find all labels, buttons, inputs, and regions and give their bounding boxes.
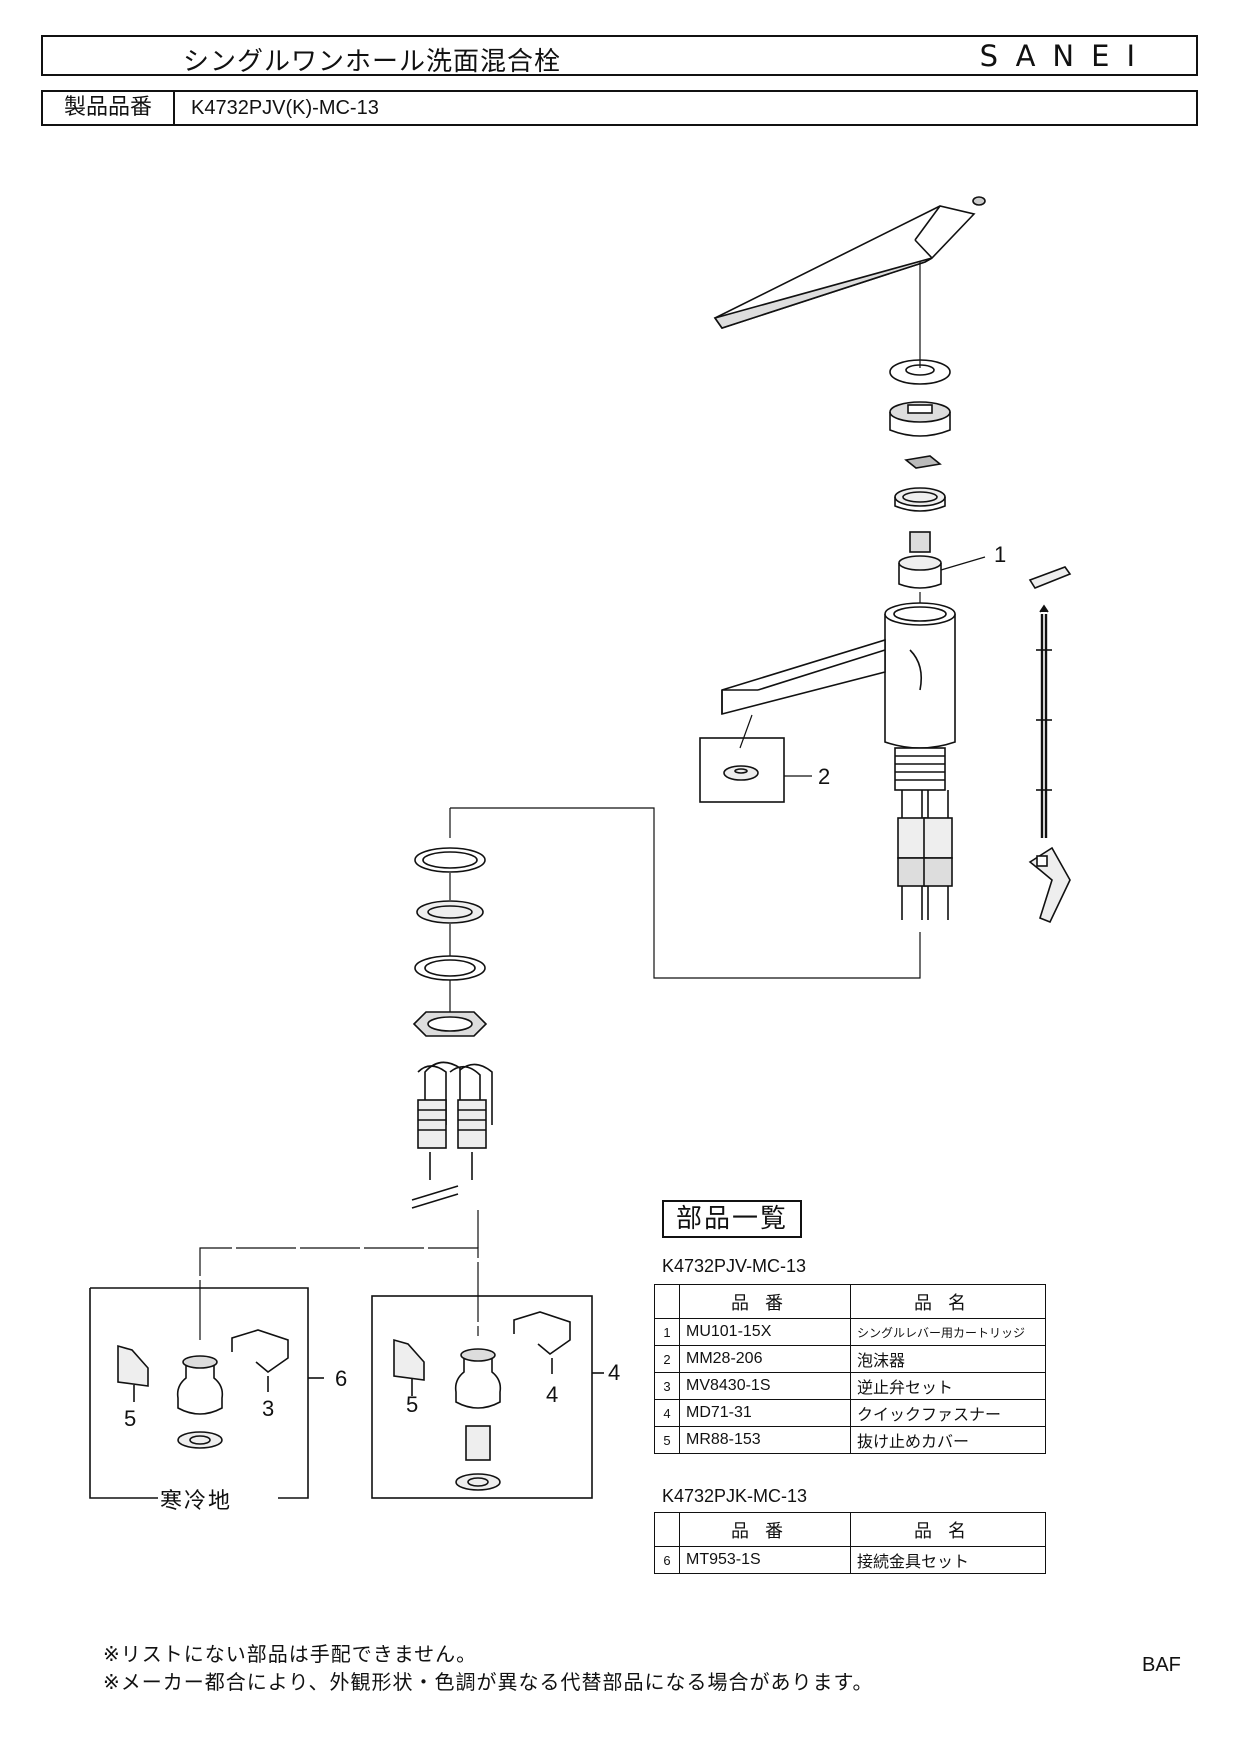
row-code: MM28-206 [679,1345,851,1373]
brand-logo: SANEI [979,39,1152,73]
parts-table-1: 品番 品名 1 MU101-15X シングルレバー用カートリッジ 2 MM28-… [654,1284,1046,1454]
table-row: 5 MR88-153 抜け止めカバー [654,1426,1046,1454]
hose-ends [411,1061,493,1209]
table-header-no [654,1512,680,1547]
table-row: 6 MT953-1S 接続金具セット [654,1546,1046,1574]
table-header-code: 品番 [679,1512,851,1547]
o-ring [894,487,946,512]
table-header-row: 品番 品名 [654,1284,1046,1319]
plate-washer [414,955,486,981]
washer [416,900,484,924]
parts-list-title: 部品一覧 [662,1200,802,1238]
row-no: 3 [654,1372,680,1400]
aerator-box [699,737,785,803]
callout-5-right: 5 [406,1392,418,1417]
table-header-no [654,1284,680,1319]
row-no: 6 [654,1546,680,1574]
cartridge [898,531,942,589]
callout-2: 2 [818,764,830,789]
table-header-name: 品名 [850,1512,1046,1547]
note-2: ※メーカー都合により、外観形状・色調が異なる代替部品になる場合があります。 [103,1670,874,1694]
row-no: 5 [654,1426,680,1454]
product-number-box: 製品品番 K4732PJV(K)-MC-13 [41,90,1198,126]
parts-table-2: 品番 品名 6 MT953-1S 接続金具セット [654,1512,1046,1574]
callout-6: 6 [335,1366,347,1391]
row-name: シングルレバー用カートリッジ [850,1318,1046,1346]
cold-region-label: 寒冷地 [160,1489,232,1514]
callout-4-left: 3 [262,1396,274,1421]
footer-code: BAF [1142,1654,1181,1676]
lock-nut [412,1011,488,1037]
row-code: MD71-31 [679,1399,851,1427]
product-title: シングルワンホール洗面混合栓 [183,47,562,77]
callout-1: 1 [994,542,1006,567]
model-label-2: K4732PJK-MC-13 [662,1486,808,1506]
retaining-ring [889,359,951,385]
row-code: MU101-15X [679,1318,851,1346]
row-no: 1 [654,1318,680,1346]
callout-4-right: 4 [546,1382,558,1407]
lever-handle [713,196,986,329]
table-row: 4 MD71-31 クイックファスナー [654,1399,1046,1427]
cap-nut [889,401,951,437]
table-header-name: 品名 [850,1284,1046,1319]
faucet-body [721,602,956,791]
callout-3: 4 [608,1360,620,1385]
row-name: 抜け止めカバー [850,1426,1046,1454]
product-number: K4732PJV(K)-MC-13 [191,97,379,119]
check-valve-kit [371,1295,604,1499]
note-1: ※リストにない部品は手配できません。 [103,1642,478,1666]
title-box: シングルワンホール洗面混合栓 SANEI [41,35,1198,77]
row-code: MR88-153 [679,1426,851,1454]
row-name: 泡沫器 [850,1345,1046,1373]
table-header-row: 品番 品名 [654,1512,1046,1547]
row-name: 接続金具セット [850,1546,1046,1574]
spacer [904,455,942,469]
row-code: MV8430-1S [679,1372,851,1400]
row-no: 2 [654,1345,680,1373]
row-name: クイックファスナー [850,1399,1046,1427]
cold-region-kit [89,1287,324,1499]
model-label-1: K4732PJV-MC-13 [662,1256,807,1276]
gasket [414,847,486,873]
callout-5-left: 5 [124,1406,136,1431]
row-name: 逆止弁セット [850,1372,1046,1400]
row-code: MT953-1S [679,1546,851,1574]
supply-hoses [897,790,953,920]
pop-up-rod [1028,566,1072,838]
table-row: 2 MM28-206 泡沫器 [654,1345,1046,1373]
table-row: 1 MU101-15X シングルレバー用カートリッジ [654,1318,1046,1346]
row-no: 4 [654,1399,680,1427]
product-number-label: 製品品番 [43,92,175,124]
table-row: 3 MV8430-1S 逆止弁セット [654,1372,1046,1400]
table-header-code: 品番 [679,1284,851,1319]
pop-up-link [1028,846,1071,924]
